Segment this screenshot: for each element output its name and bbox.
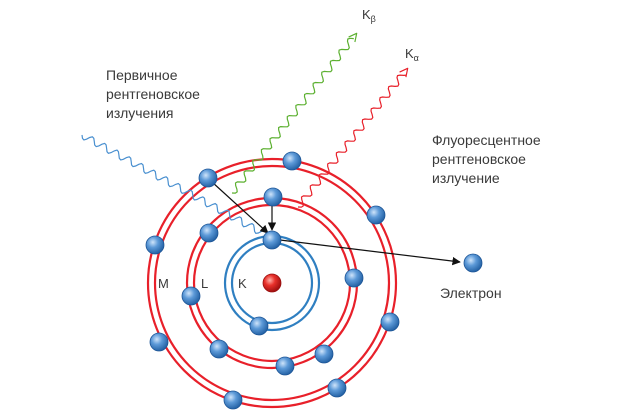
electron-m-4 — [366, 205, 386, 225]
k-alpha-label: Kα — [405, 46, 419, 63]
ejected-electron-arrow — [279, 239, 461, 266]
fluorescent-xray-label: Флуоресцентное рентгеновское излучение — [432, 132, 545, 186]
ejected-electron — [463, 253, 483, 273]
k-alpha-wave — [297, 67, 409, 208]
electron-m-7 — [223, 390, 243, 410]
electrons — [145, 151, 483, 410]
electron-k-1 — [262, 230, 282, 250]
electron-m-8 — [327, 378, 347, 398]
electron-l-6 — [314, 344, 334, 364]
electron-m-3 — [145, 235, 165, 255]
shell-k-label: K — [238, 276, 247, 291]
electron-l-1 — [263, 187, 283, 207]
k-beta-label: Kβ — [362, 7, 376, 24]
orbit-m — [146, 157, 398, 409]
electron-l-5 — [209, 339, 229, 359]
electron-m-2 — [282, 151, 302, 171]
k-beta-wave — [231, 32, 358, 194]
electron-l-4 — [181, 286, 201, 306]
electron-m-1 — [198, 168, 218, 188]
electron-transition-arrow-m-k — [211, 181, 269, 234]
shell-l-label: L — [201, 276, 208, 291]
electron-m-5 — [149, 332, 169, 352]
nucleus — [262, 273, 282, 293]
electron-l-2 — [199, 223, 219, 243]
primary-xray-wave — [81, 134, 268, 239]
primary-xray-label: Первичное рентгеновское излучения — [106, 67, 204, 121]
electron-label: Электрон — [440, 285, 502, 301]
electron-m-6 — [380, 312, 400, 332]
electron-k-2 — [249, 316, 269, 336]
shell-m-label: M — [158, 276, 169, 291]
electron-l-7 — [275, 356, 295, 376]
electron-l-3 — [344, 268, 364, 288]
